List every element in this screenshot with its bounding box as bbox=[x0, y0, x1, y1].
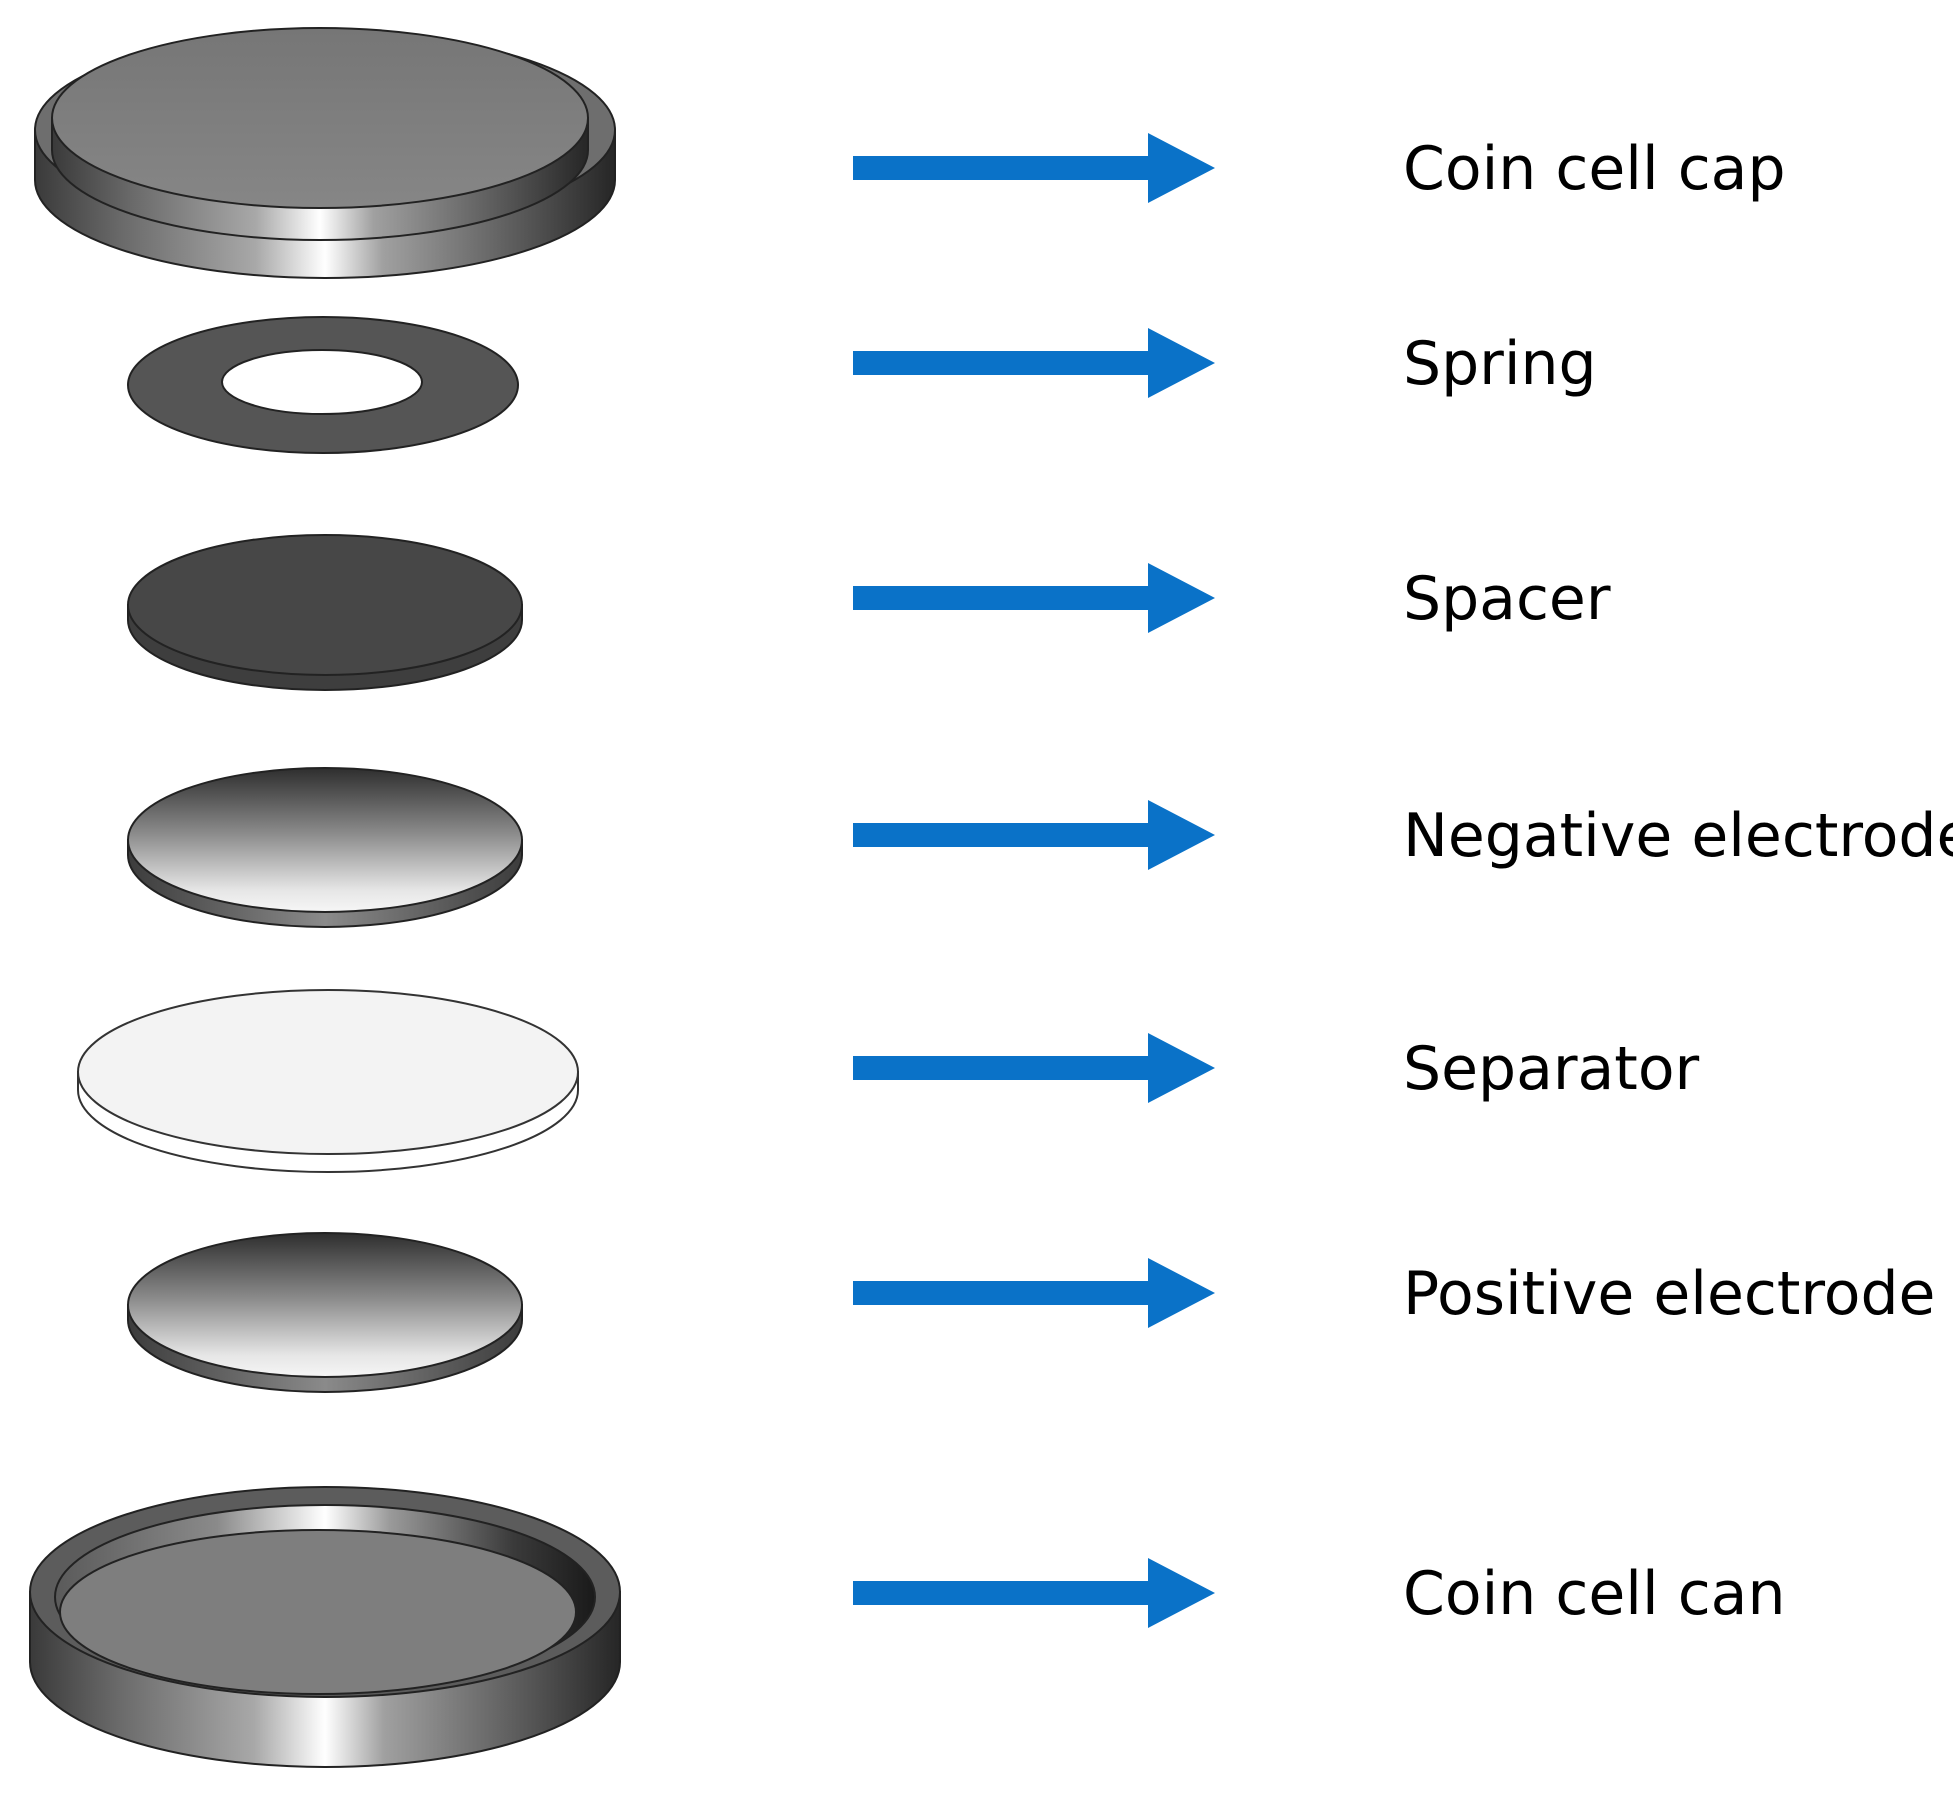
arrow-spring bbox=[853, 328, 1215, 398]
label-separator: Separator bbox=[1403, 1034, 1700, 1104]
spring-icon bbox=[126, 316, 520, 454]
arrow-coin-cell-cap bbox=[853, 133, 1215, 203]
separator-icon bbox=[77, 989, 579, 1173]
label-positive-electrode: Positive electrode bbox=[1403, 1259, 1935, 1329]
spacer-icon bbox=[127, 534, 523, 691]
arrow-negative-electrode bbox=[853, 800, 1215, 870]
arrow-spacer bbox=[853, 563, 1215, 633]
positive-electrode-icon bbox=[127, 1232, 523, 1393]
label-spacer: Spacer bbox=[1403, 564, 1611, 634]
coin-cell-cap-icon bbox=[34, 27, 616, 279]
coin-cell-can-icon bbox=[29, 1486, 621, 1768]
negative-electrode-icon bbox=[127, 767, 523, 928]
arrow-coin-cell-can bbox=[853, 1558, 1215, 1628]
label-negative-electrode: Negative electrode bbox=[1403, 801, 1953, 871]
label-spring: Spring bbox=[1403, 329, 1597, 399]
label-coin-cell-cap: Coin cell cap bbox=[1403, 134, 1786, 204]
label-coin-cell-can: Coin cell can bbox=[1403, 1559, 1785, 1629]
arrow-separator bbox=[853, 1033, 1215, 1103]
arrow-positive-electrode bbox=[853, 1258, 1215, 1328]
